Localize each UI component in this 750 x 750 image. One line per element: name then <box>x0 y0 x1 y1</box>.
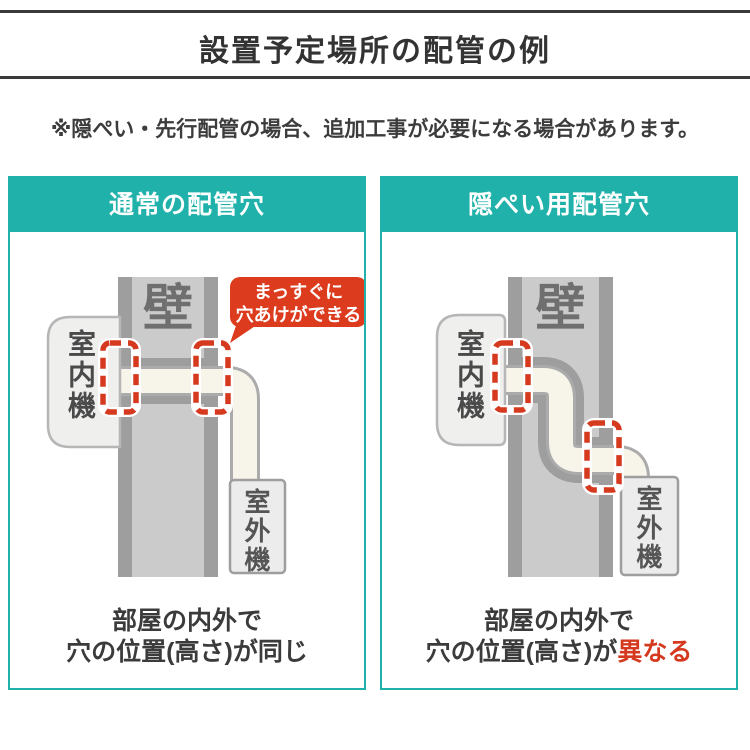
caption-line2-prefix: 穴の位置(高さ)が <box>425 638 618 666</box>
wall-label: 壁 <box>143 280 193 336</box>
indoor-unit-label: 室内機 <box>65 329 96 422</box>
page-title: 設置予定場所の配管の例 <box>199 35 551 68</box>
outdoor-unit-label: 室外機 <box>241 488 271 575</box>
indoor-unit-label: 室内機 <box>454 329 485 422</box>
panel-concealed-title: 隠ぺい用配管穴 <box>382 178 736 232</box>
callout-bubble <box>230 277 364 327</box>
wall <box>118 277 218 577</box>
caption-line2: 穴の位置(高さ)が同じ <box>66 638 308 666</box>
outdoor-unit <box>228 478 287 575</box>
wall-edge-left <box>118 277 132 577</box>
wall-edge-right <box>204 277 218 577</box>
panel-normal-caption: 部屋の内外で 穴の位置(高さ)が同じ <box>10 606 364 668</box>
wall-edge-left <box>508 277 522 577</box>
callout-line1: まっすぐに <box>253 282 344 302</box>
title-rule-top <box>0 10 750 13</box>
note-text: ※隠ぺい・先行配管の場合、追加工事が必要になる場合があります。 <box>50 118 700 141</box>
hole-marker-indoor <box>492 340 531 413</box>
panel-normal-piping: 通常の配管穴 壁 室内機 室外機 <box>8 176 366 690</box>
caption-line2-highlight: 異なる <box>617 638 693 666</box>
caption-line2: 穴の位置(高さ)が異なる <box>382 637 736 668</box>
callout-line2: 穴あけができる <box>235 305 362 325</box>
normal-piping-illustration <box>46 277 364 577</box>
panel-concealed-diagram: 壁 室内機 室外機 部屋の内外で 穴の位置(高さ)が異なる <box>382 232 736 688</box>
caption-line1: 部屋の内外で <box>111 607 262 635</box>
hole-marker-outdoor <box>193 340 231 415</box>
panel-normal-title: 通常の配管穴 <box>10 178 364 232</box>
callout-text: まっすぐに 穴あけができる <box>230 281 367 327</box>
wall-label: 壁 <box>535 280 586 336</box>
pipe <box>505 368 647 490</box>
hole-marker-indoor <box>100 340 139 415</box>
outdoor-unit-label: 室外機 <box>633 485 663 572</box>
caption-line1: 部屋の内外で <box>483 607 634 635</box>
indoor-unit <box>435 313 507 447</box>
panel-normal-diagram: 壁 室内機 室外機 まっすぐに 穴あけができる 部屋の内外で 穴の位置(高さ)が… <box>10 232 364 688</box>
panel-concealed-caption: 部屋の内外で 穴の位置(高さ)が異なる <box>382 606 736 668</box>
panel-concealed-piping: 隠ぺい用配管穴 壁 室内機 室外機 部屋の内外で 穴の位置(高さ <box>380 176 738 690</box>
title-rule-bottom <box>0 76 750 79</box>
concealed-piping-illustration <box>435 277 680 577</box>
outdoor-unit <box>619 475 680 577</box>
hole-marker-outdoor <box>584 420 622 493</box>
